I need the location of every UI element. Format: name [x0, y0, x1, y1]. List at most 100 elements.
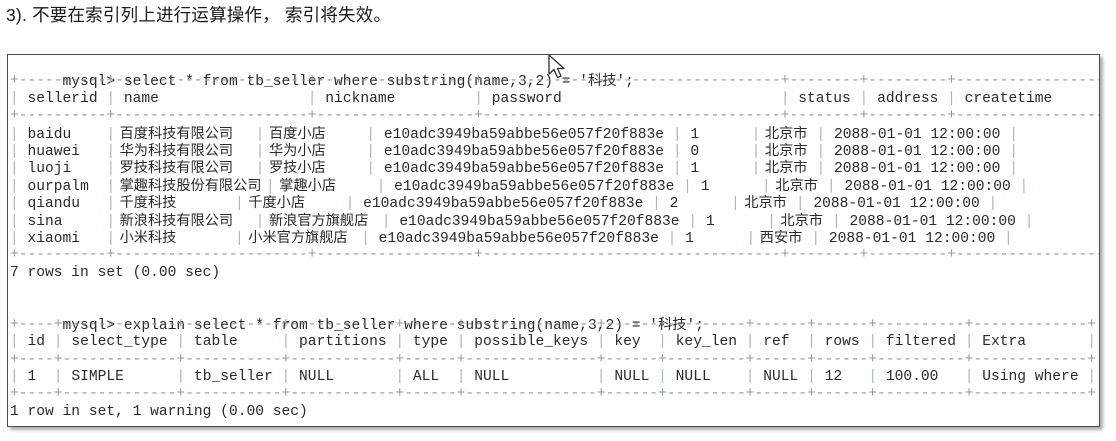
table-separator: |: [596, 334, 606, 351]
table-cell: 2088-01-01 12:00:00: [825, 126, 1010, 143]
table-rule: +----------+----------------------+-----…: [10, 247, 1100, 264]
table-separator: |: [106, 143, 116, 160]
table-row: | huawei | 华为科技有限公司 | 华为小店 | e10adc3949b…: [10, 142, 1099, 160]
table-cell: e10adc3949ba59abbe56e057f20f883e: [375, 161, 673, 178]
table-separator: |: [1087, 334, 1097, 351]
table-cell: 北京市: [760, 125, 817, 142]
table-cell: 华为小店: [264, 142, 367, 159]
table-header-row: | id | select_type | table | partitions …: [10, 334, 1099, 351]
table-cell: 西安市: [755, 229, 812, 246]
table-cell: id: [18, 334, 54, 351]
table-separator: |: [868, 369, 878, 386]
console-line-result-1-status: 7 rows in set (0.00 sec): [10, 264, 221, 281]
table-header-row: | sellerid | name | nickname | password …: [10, 90, 1099, 108]
table-cell: NULL: [754, 369, 808, 386]
table-cell: xiaomi: [18, 230, 107, 247]
table-separator: |: [762, 178, 771, 195]
table-separator: |: [652, 196, 661, 213]
table-cell: 掌趣小店: [274, 177, 377, 194]
table-separator: |: [767, 213, 776, 230]
table-separator: |: [1087, 369, 1097, 386]
table-cell: Extra: [973, 334, 1088, 351]
table-cell: 1: [681, 126, 752, 143]
table-cell: 新浪官方旗舰店: [264, 212, 382, 229]
table-separator: |: [730, 196, 740, 213]
table-cell: NULL: [465, 369, 597, 386]
table-cell: 北京市: [775, 212, 833, 229]
table-cell: 千度小店: [243, 195, 346, 212]
query-1-suffix: ';: [616, 74, 634, 91]
table-separator: |: [10, 143, 19, 160]
table-separator: |: [176, 369, 186, 386]
seller-result-table: +----------+----------------------+-----…: [10, 73, 1100, 264]
table-cell: rows: [815, 334, 869, 351]
table-separator: |: [361, 230, 370, 247]
table-separator: |: [1009, 126, 1018, 143]
table-separator: |: [688, 213, 698, 230]
table-cell: e10adc3949ba59abbe56e057f20f883e: [354, 196, 653, 213]
table-row: | qiandu | 千度科技 | 千度小店 | e10adc3949ba59a…: [10, 195, 1099, 213]
table-separator: |: [672, 126, 682, 143]
query-2-value: 科技: [658, 316, 687, 333]
query-2-suffix: ';: [686, 317, 704, 334]
table-separator: |: [658, 369, 667, 386]
table-row: | xiaomi | 小米科技 | 小米官方旗舰店 | e10adc3949ba…: [10, 229, 1099, 247]
table-separator: |: [474, 90, 483, 107]
table-separator: |: [345, 196, 355, 213]
table-cell: 百度小店: [264, 125, 367, 142]
table-separator: |: [816, 143, 826, 160]
table-separator: |: [745, 369, 755, 386]
table-separator: |: [456, 369, 466, 386]
table-separator: |: [826, 178, 836, 195]
table-row: | baidu | 百度科技有限公司 | 百度小店 | e10adc3949ba…: [10, 125, 1099, 143]
table-cell: sellerid: [18, 90, 107, 107]
table-separator: |: [807, 369, 816, 386]
table-separator: |: [964, 369, 974, 386]
table-cell: 百度科技有限公司: [115, 125, 256, 142]
table-cell: 北京市: [760, 160, 817, 177]
table-row: | 1 | SIMPLE | tb_seller | NULL | ALL | …: [10, 369, 1099, 386]
table-separator: |: [964, 334, 974, 351]
table-cell: 2088-01-01 12:00:00: [825, 143, 1010, 160]
table-separator: |: [10, 369, 19, 386]
mysql-console-window: mysql> select * from tb_seller where sub…: [7, 54, 1100, 427]
table-separator: |: [281, 369, 291, 386]
console-line-query-2: mysql> explain select * from tb_seller w…: [10, 299, 1099, 334]
table-row: | sina | 新浪科技有限公司 | 新浪官方旗舰店 | e10adc3949…: [10, 212, 1099, 230]
table-cell: SIMPLE: [62, 369, 177, 386]
explain-result-table: +----+-------------+-----------+--------…: [10, 317, 1099, 404]
table-rule: +----+-------------+-----------+--------…: [10, 351, 1096, 368]
table-cell: 2088-01-01 12:00:00: [820, 230, 1005, 247]
table-cell: table: [185, 334, 282, 351]
table-cell: 北京市: [770, 177, 827, 194]
table-cell: luoji: [18, 161, 107, 178]
table-cell: ALL: [404, 369, 457, 386]
table-separator: |: [832, 213, 841, 230]
table-cell: key_len: [666, 334, 746, 351]
table-cell: 新浪科技有限公司: [115, 212, 256, 229]
table-cell: 1: [676, 230, 747, 247]
table-rule: +----+-------------+-----------+--------…: [10, 386, 1096, 403]
table-cell: 1: [691, 178, 762, 195]
table-separator: |: [1019, 178, 1029, 195]
query-1-value: 科技: [588, 73, 617, 90]
table-cell: baidu: [18, 126, 107, 143]
table-separator: |: [53, 369, 63, 386]
table-cell: NULL: [290, 369, 396, 386]
table-cell: type: [404, 334, 457, 351]
table-cell: ref: [754, 334, 808, 351]
table-rule: +----------+----------------------+-----…: [10, 73, 1100, 90]
table-separator: |: [10, 178, 19, 195]
table-cell: 千度科技: [115, 195, 235, 212]
table-separator: |: [255, 126, 265, 143]
table-separator: |: [106, 178, 116, 195]
table-separator: |: [780, 90, 790, 107]
table-row: | luoji | 罗技科技有限公司 | 罗技小店 | e10adc3949ba…: [10, 160, 1099, 178]
table-separator: |: [235, 230, 244, 247]
console-blank-line: [10, 282, 1099, 299]
table-separator: |: [816, 161, 826, 178]
table-separator: |: [596, 369, 606, 386]
table-cell: nickname: [316, 90, 475, 107]
table-cell: 12: [815, 369, 869, 386]
table-cell: filtered: [877, 334, 965, 351]
